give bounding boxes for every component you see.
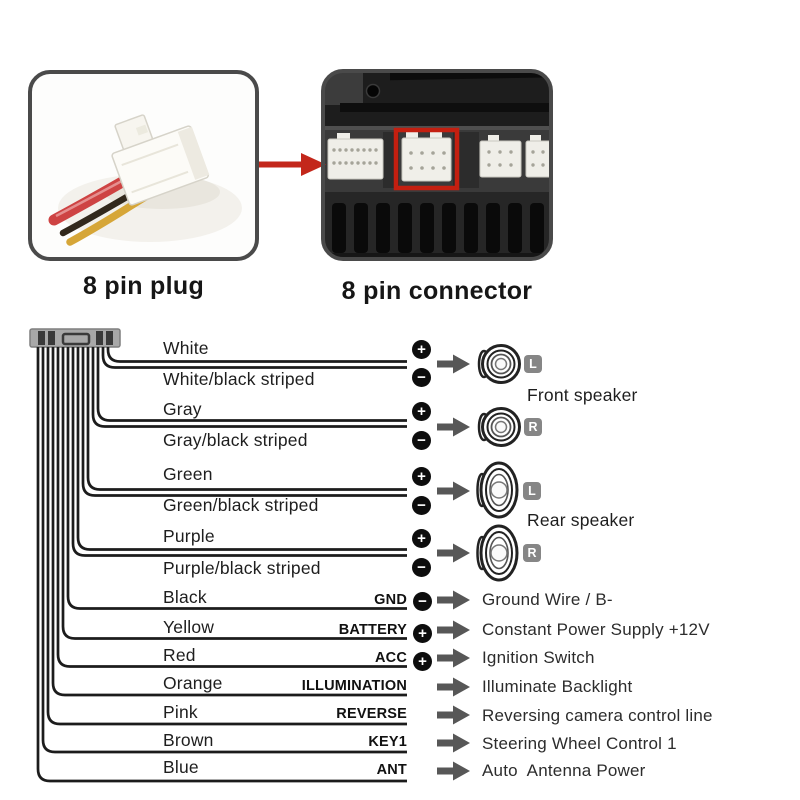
wire-line-black: [66, 347, 407, 610]
arrow-icons: [437, 354, 470, 781]
terminal-label: ILLUMINATION: [301, 678, 407, 694]
terminal-label: BATTERY: [338, 622, 407, 638]
wire-line-white-black: [101, 347, 407, 369]
speaker-group-label: Rear speaker: [527, 510, 635, 530]
front-speaker-right-icon: [477, 407, 521, 447]
wire-line-pink: [46, 347, 407, 726]
rear-speaker-left-icon: [476, 461, 519, 519]
channel-badge-left: L: [524, 355, 542, 373]
function-description: Ground Wire / B-: [482, 590, 613, 609]
wire-label: Gray: [163, 399, 202, 419]
minus-icon: −: [412, 496, 431, 515]
wire-label: Orange: [163, 673, 223, 693]
channel-badge-right: R: [523, 544, 541, 562]
plug-body: [111, 114, 210, 206]
wire-label: Pink: [163, 702, 198, 722]
terminal-label: ANT: [376, 762, 407, 778]
arrow-icon: [437, 761, 470, 781]
minus-icon: −: [412, 431, 431, 450]
plug-photo-frame: [28, 70, 259, 261]
minus-icon: −: [412, 558, 431, 577]
arrow-icon: [437, 354, 470, 374]
wire-label: Green/black striped: [163, 495, 319, 515]
terminal-label: ACC: [374, 650, 407, 666]
wire-label: Blue: [163, 757, 199, 777]
plus-icon: +: [412, 402, 431, 421]
speaker-group-label: Front speaker: [527, 385, 638, 405]
wire-label: Yellow: [163, 617, 215, 637]
minus-icon: −: [413, 592, 432, 611]
wire-label: Purple/black striped: [163, 558, 321, 578]
function-description: Reversing camera control line: [482, 706, 713, 725]
plus-icon: +: [412, 340, 431, 359]
plug-photo: [30, 72, 257, 259]
wire-label: Green: [163, 464, 213, 484]
arrow-icon: [437, 677, 470, 697]
arrow-icon: [437, 590, 470, 610]
plus-icon: +: [413, 652, 432, 671]
wire-line-purple-black: [71, 347, 407, 557]
front-speaker-left-icon: [477, 344, 521, 384]
connector-4pin: [525, 135, 551, 178]
terminal-label: REVERSE: [336, 706, 407, 722]
wire-lines: [36, 347, 407, 783]
plus-icon: +: [412, 529, 431, 548]
minus-icon: −: [412, 368, 431, 387]
heatsink-fins: [323, 192, 551, 259]
wire-line-gray: [96, 347, 407, 422]
wire-line-blue: [36, 347, 407, 783]
connector-8pin: [401, 130, 452, 182]
arrow-icon: [437, 417, 470, 437]
arrow-icon: [437, 481, 470, 501]
wire-line-orange: [51, 347, 407, 697]
plug-caption: 8 pin plug: [82, 272, 205, 300]
connector-photo-frame: [321, 69, 553, 261]
arrow-icon: [437, 733, 470, 753]
wire-line-gray-black: [91, 347, 407, 428]
wire-label: Brown: [163, 730, 214, 750]
wire-line-brown: [41, 347, 407, 754]
plus-icon: +: [413, 624, 432, 643]
arrow-icon: [437, 620, 470, 640]
terminal-label: KEY1: [368, 734, 407, 750]
function-description: Steering Wheel Control 1: [482, 734, 677, 753]
channel-badge-right: R: [524, 418, 542, 436]
wire-line-yellow: [61, 347, 407, 640]
wire-line-purple: [76, 347, 407, 551]
connector-16pin: [327, 133, 384, 180]
wire-line-green-black: [81, 347, 407, 497]
wire-label: Black: [163, 587, 207, 607]
connector-caption: 8 pin connector: [341, 277, 533, 305]
red-arrow-icon: [255, 153, 326, 176]
wire-label: Gray/black striped: [163, 430, 308, 450]
wire-line-green: [86, 347, 407, 491]
wire-label: Purple: [163, 526, 215, 546]
function-description: Ignition Switch: [482, 648, 595, 667]
screw-hole: [365, 83, 381, 99]
arrow-icon: [437, 705, 470, 725]
wire-line-white: [106, 347, 407, 363]
function-description: Constant Power Supply +12V: [482, 620, 710, 639]
plus-icon: +: [412, 467, 431, 486]
function-description: Auto Antenna Power: [482, 761, 646, 780]
function-description: Illuminate Backlight: [482, 677, 633, 696]
rear-speaker-right-icon: [476, 524, 519, 582]
terminal-label: GND: [374, 592, 407, 608]
wire-label: Red: [163, 645, 196, 665]
connector-photo: [323, 71, 551, 259]
arrow-icon: [437, 648, 470, 668]
connector-6pin: [479, 135, 522, 178]
harness-connector-block: [29, 328, 121, 348]
wire-label: White: [163, 338, 209, 358]
arrow-icon: [437, 543, 470, 563]
wire-line-red: [56, 347, 407, 668]
highlight-rectangle: [393, 127, 460, 191]
channel-badge-left: L: [523, 482, 541, 500]
wire-label: White/black striped: [163, 369, 315, 389]
